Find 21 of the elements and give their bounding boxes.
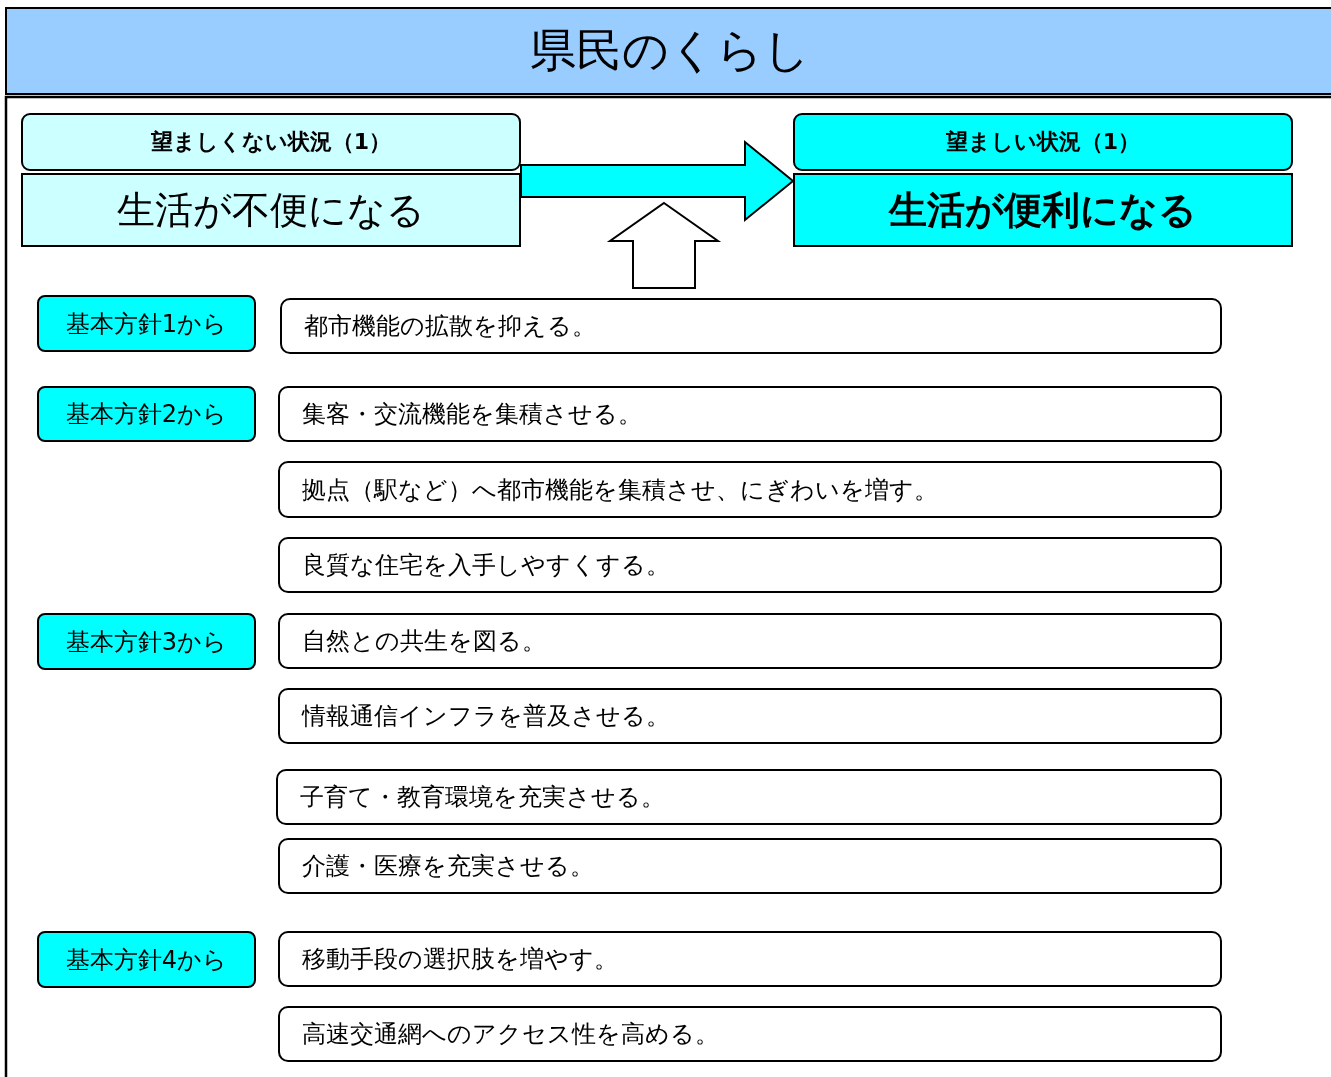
measure-box: 情報通信インフラを普及させる。 <box>278 688 1222 744</box>
measure-box: 良質な住宅を入手しやすくする。 <box>278 537 1222 593</box>
policy-box: 基本方針1から <box>37 295 256 352</box>
measure-box: 集客・交流機能を集積させる。 <box>278 386 1222 442</box>
policy-box: 基本方針3から <box>37 613 256 670</box>
policy-box: 基本方針2から <box>37 386 256 442</box>
measure-box: 自然との共生を図る。 <box>278 613 1222 669</box>
status-header: 望ましくない状況（1） <box>21 113 521 171</box>
block-arrow <box>520 139 795 223</box>
title-banner: 県民のくらし <box>5 7 1331 95</box>
policy-box: 基本方針4から <box>37 931 256 988</box>
measure-box: 高速交通網へのアクセス性を高める。 <box>278 1006 1222 1062</box>
measure-box: 都市機能の拡散を抑える。 <box>280 298 1222 354</box>
status-box: 生活が便利になる <box>793 173 1293 247</box>
block-arrow <box>606 201 722 289</box>
measure-box: 子育て・教育環境を充実させる。 <box>276 769 1222 825</box>
status-box: 生活が不便になる <box>21 173 521 247</box>
measure-box: 拠点（駅など）へ都市機能を集積させ、にぎわいを増す。 <box>278 461 1222 518</box>
measure-box: 介護・医療を充実させる。 <box>278 838 1222 894</box>
status-header: 望ましい状況（1） <box>793 113 1293 171</box>
measure-box: 移動手段の選択肢を増やす。 <box>278 931 1222 987</box>
